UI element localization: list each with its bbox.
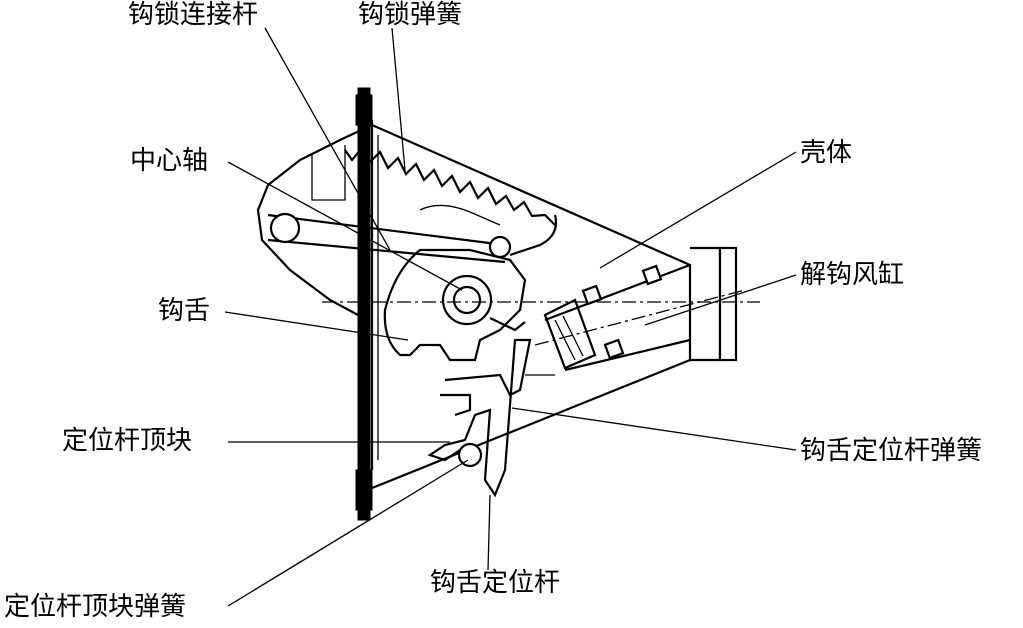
leader-lines (224, 27, 797, 607)
hook-lock-spring (344, 146, 558, 257)
label-positioner-block: 定位杆顶块 (62, 426, 193, 456)
label-release-cylinder: 解钩风缸 (800, 260, 905, 290)
tongue-positioner (427, 338, 555, 498)
housing-outline (256, 123, 738, 490)
label-tongue-positioner-spring: 钩舌定位杆弹簧 (800, 436, 983, 466)
center-shaft-inner (452, 285, 482, 315)
label-tongue-positioner: 钩舌定位杆 (430, 568, 561, 598)
positioner-block-pin (457, 442, 483, 468)
coupling-face-plate (355, 87, 379, 521)
release-cylinder-drawing (543, 263, 691, 372)
label-housing: 壳体 (800, 138, 853, 168)
label-hook-lock-link: 钩锁连接杆 (128, 0, 259, 30)
label-positioner-block-spring: 定位杆顶块弹簧 (4, 592, 187, 622)
hook-lock-link (267, 212, 512, 264)
label-hook-tongue: 钩舌 (158, 296, 211, 326)
centerlines (322, 289, 760, 346)
label-hook-lock-spring: 钩锁弹簧 (358, 0, 463, 30)
hook-tongue-body (383, 248, 527, 362)
label-center-shaft: 中心轴 (130, 146, 209, 176)
